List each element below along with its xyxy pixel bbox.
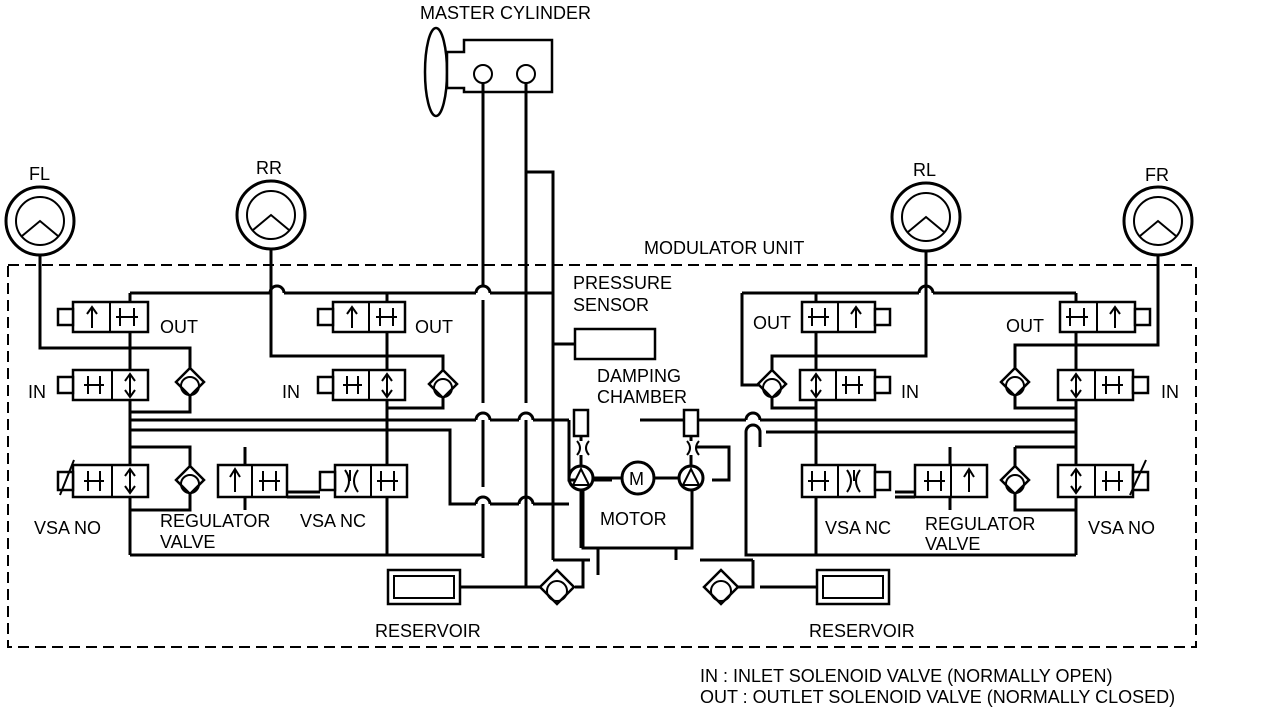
right-regulator-label-2: VALVE: [925, 534, 980, 554]
rr-out-valve: [316, 300, 407, 334]
reservoir-right-label: RESERVOIR: [809, 621, 915, 641]
right-vsa-nc-valve: [800, 463, 892, 499]
right-vsa-nc-label: VSA NC: [825, 518, 891, 538]
master-cylinder-label: MASTER CYLINDER: [420, 3, 591, 23]
rl-out-label: OUT: [753, 313, 791, 333]
reservoir-left-symbol: [386, 568, 462, 606]
damping-chambers: [572, 408, 700, 466]
rr-in-label: IN: [282, 382, 300, 402]
wheel-fr: [1122, 185, 1194, 257]
master-cylinder-lines: [481, 83, 555, 587]
wheel-rl: [890, 181, 962, 253]
rl-in-valve: [798, 368, 892, 402]
pumps-and-motor: [567, 460, 705, 548]
fr-in-valve: [1056, 368, 1150, 402]
reservoir-left-label: RESERVOIR: [375, 621, 481, 641]
wheel-fl: [4, 185, 76, 257]
damping-chamber-label-1: DAMPING: [597, 366, 681, 386]
rl-in-label: IN: [901, 382, 919, 402]
pressure-sensor-label-2: SENSOR: [573, 295, 649, 315]
pressure-sensor-label-1: PRESSURE: [573, 273, 672, 293]
left-regulator-valve: [216, 463, 289, 499]
left-regulator-label-2: VALVE: [160, 532, 215, 552]
wheel-fr-label: FR: [1145, 165, 1169, 185]
rl-out-valve: [800, 300, 892, 334]
fl-vsa-no-valve: [56, 459, 150, 499]
left-vsa-nc-valve: [318, 463, 409, 499]
fr-vsa-no-valve: [1056, 459, 1150, 499]
legend-in-line: IN : INLET SOLENOID VALVE (NORMALLY OPEN…: [700, 666, 1112, 686]
pressure-sensor: [553, 327, 657, 361]
left-vsa-no-label: VSA NO: [34, 518, 101, 538]
wheel-rr-label: RR: [256, 158, 282, 178]
left-vsa-nc-label: VSA NC: [300, 511, 366, 531]
master-cylinder: [423, 26, 554, 118]
rr-out-label: OUT: [415, 317, 453, 337]
fl-out-valve: [56, 300, 150, 334]
legend-out-line: OUT : OUTLET SOLENOID VALVE (NORMALLY CL…: [700, 687, 1175, 707]
fl-out-label: OUT: [160, 317, 198, 337]
fr-out-valve: [1058, 300, 1152, 334]
fl-in-valve: [56, 368, 150, 402]
right-regulator-valve: [913, 463, 989, 499]
modulator-unit-boundary: [7, 264, 1197, 648]
right-regulator-label-1: REGULATOR: [925, 514, 1035, 534]
fr-out-label: OUT: [1006, 316, 1044, 336]
left-circuit-lines: [38, 249, 612, 589]
fr-in-label: IN: [1161, 382, 1179, 402]
damping-chamber-label-2: CHAMBER: [597, 387, 687, 407]
rr-in-valve: [316, 368, 407, 402]
reservoir-right-symbol: [815, 568, 891, 606]
fl-in-label: IN: [28, 382, 46, 402]
right-vsa-no-label: VSA NO: [1088, 518, 1155, 538]
check-valves: [174, 366, 1031, 606]
wheel-rr: [235, 179, 307, 251]
modulator-unit-label: MODULATOR UNIT: [644, 238, 804, 258]
motor-symbol-label: M: [629, 469, 644, 489]
motor-label: MOTOR: [600, 509, 667, 529]
wheel-rl-label: RL: [913, 160, 936, 180]
wheel-fl-label: FL: [29, 164, 50, 184]
left-regulator-label-1: REGULATOR: [160, 511, 270, 531]
